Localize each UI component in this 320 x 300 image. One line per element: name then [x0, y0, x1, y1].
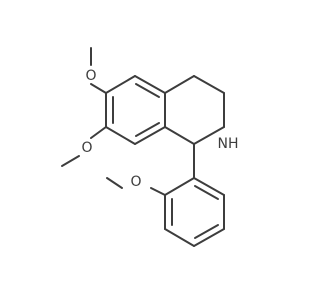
bond: [105, 126, 136, 145]
structure-diagram: O O O NH: [61, 47, 239, 247]
bond: [134, 126, 166, 145]
atom-label-nh: NH: [218, 136, 239, 152]
bond: [105, 75, 136, 94]
bond: [90, 126, 107, 139]
bond: [164, 75, 195, 94]
bond: [106, 177, 123, 189]
double-bond-inner: [135, 83, 160, 98]
atom-label-oxygen: O: [130, 174, 141, 190]
bond: [164, 126, 195, 145]
aromatic-ring-b: [106, 143, 225, 247]
bond: [61, 155, 80, 167]
bond: [164, 228, 195, 247]
double-bond-inner: [194, 224, 219, 239]
bond: [193, 75, 225, 94]
bond: [90, 83, 107, 94]
piperidine-ring: [164, 75, 225, 145]
methoxy-groups: [61, 47, 107, 167]
aromatic-ring-a: [105, 75, 166, 145]
atom-label-oxygen: O: [85, 68, 96, 84]
bond: [164, 177, 195, 196]
bond: [193, 228, 225, 247]
double-bond-inner: [194, 185, 219, 200]
bond: [193, 177, 225, 196]
double-bond-inner: [135, 122, 160, 137]
atom-label-oxygen: O: [81, 140, 92, 156]
bond: [193, 126, 225, 145]
bond: [150, 187, 166, 196]
bond: [134, 75, 166, 94]
